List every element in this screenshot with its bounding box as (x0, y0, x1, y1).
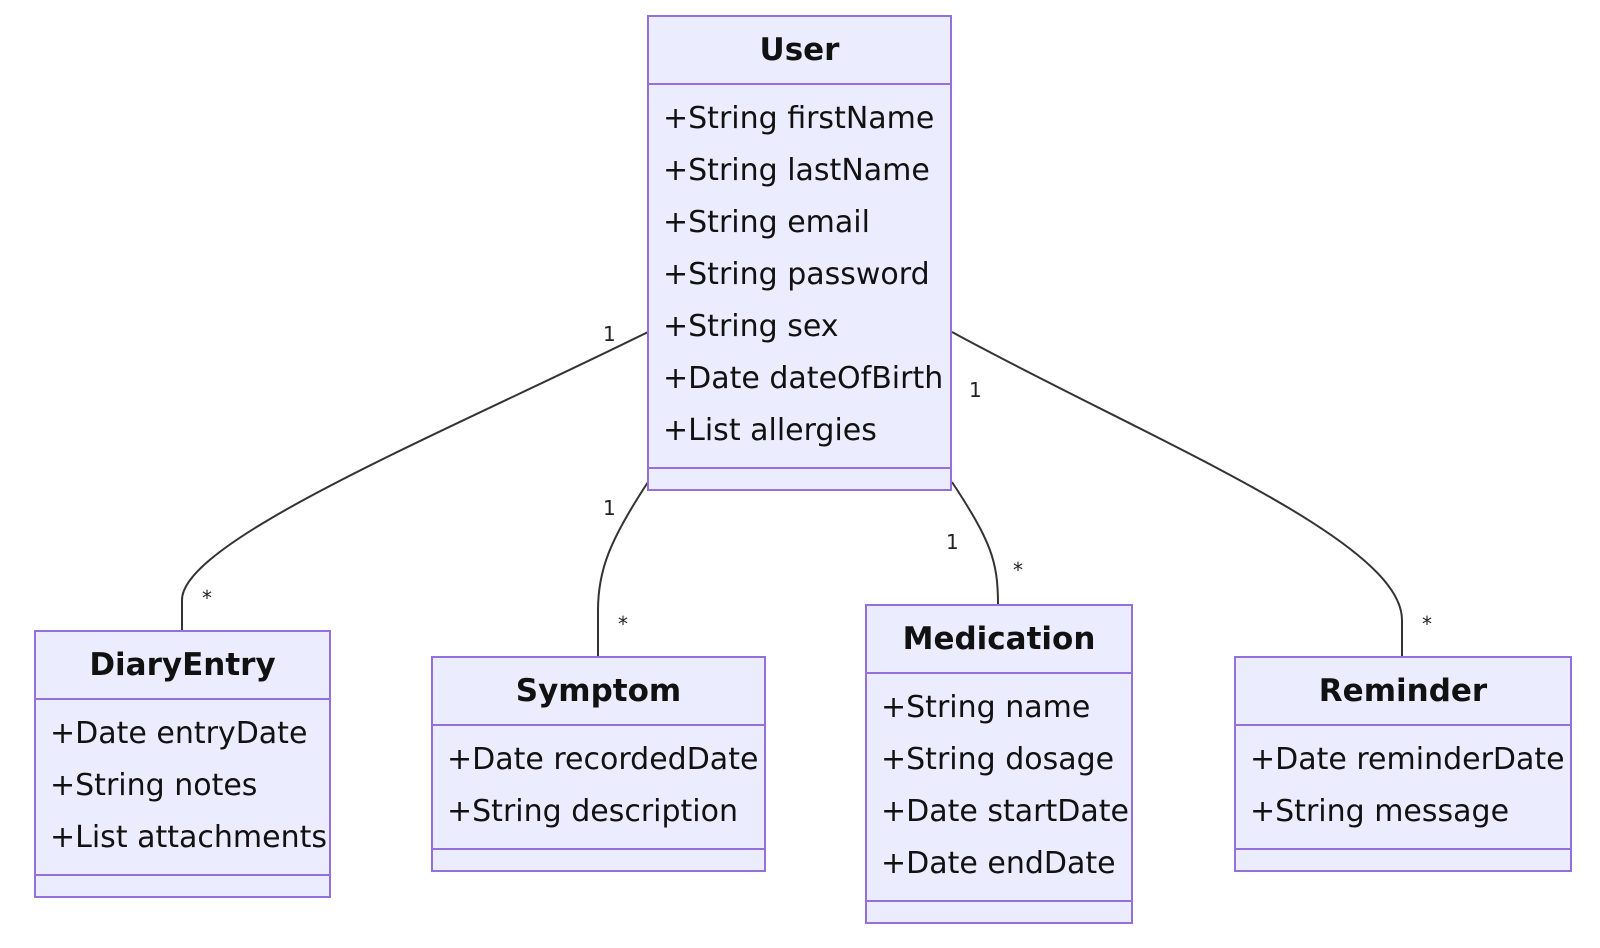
attribute: +String firstName (663, 101, 935, 136)
class-title: Symptom (433, 658, 764, 726)
class-medication[interactable]: Medication +String name +String dosage +… (865, 604, 1133, 924)
class-attributes: +Date recordedDate +String description (433, 726, 764, 850)
class-reminder[interactable]: Reminder +Date reminderDate +String mess… (1234, 656, 1572, 872)
attribute: +Date startDate (881, 794, 1129, 829)
attribute: +String description (447, 794, 739, 829)
multiplicity-reminder: * (1422, 612, 1432, 636)
class-methods (433, 850, 764, 870)
class-title: Medication (867, 606, 1131, 674)
class-methods (867, 902, 1131, 922)
class-methods (36, 876, 329, 896)
attribute: +String name (881, 690, 1091, 725)
attribute: +String email (663, 205, 870, 240)
class-diaryentry[interactable]: DiaryEntry +Date entryDate +String notes… (34, 630, 331, 898)
attribute: +Date dateOfBirth (663, 361, 944, 396)
multiplicity-symptom: * (618, 612, 628, 636)
class-attributes: +String firstName +String lastName +Stri… (649, 85, 950, 469)
multiplicity-diary: * (202, 586, 212, 610)
edge-user-reminder (951, 331, 1403, 656)
attribute: +String notes (50, 768, 258, 803)
attribute: +String lastName (663, 153, 930, 188)
attribute: +Date reminderDate (1250, 742, 1565, 777)
attribute: +String message (1250, 794, 1510, 829)
class-title: DiaryEntry (36, 632, 329, 700)
edge-user-symptom (597, 481, 649, 656)
attribute: +List attachments (50, 820, 328, 855)
edge-user-diaryentry (181, 331, 649, 630)
class-attributes: +Date entryDate +String notes +List atta… (36, 700, 329, 876)
class-user[interactable]: User +String firstName +String lastName … (647, 15, 952, 491)
class-title: User (649, 17, 950, 85)
attribute: +String dosage (881, 742, 1115, 777)
multiplicity-user-reminder: 1 (969, 378, 982, 402)
class-methods (649, 469, 950, 489)
multiplicity-user-symptom: 1 (603, 496, 616, 520)
edge-user-medication (951, 481, 999, 605)
attribute: +Date recordedDate (447, 742, 759, 777)
multiplicity-user-medication: 1 (946, 530, 959, 554)
attribute: +Date endDate (881, 846, 1116, 881)
attribute: +Date entryDate (50, 716, 308, 751)
multiplicity-medication: * (1013, 558, 1023, 582)
attribute: +List allergies (663, 413, 877, 448)
attribute: +String sex (663, 309, 839, 344)
class-title: Reminder (1236, 658, 1570, 726)
class-attributes: +Date reminderDate +String message (1236, 726, 1570, 850)
class-symptom[interactable]: Symptom +Date recordedDate +String descr… (431, 656, 766, 872)
class-attributes: +String name +String dosage +Date startD… (867, 674, 1131, 902)
multiplicity-user-diary: 1 (603, 322, 616, 346)
attribute: +String password (663, 257, 930, 292)
class-methods (1236, 850, 1570, 870)
